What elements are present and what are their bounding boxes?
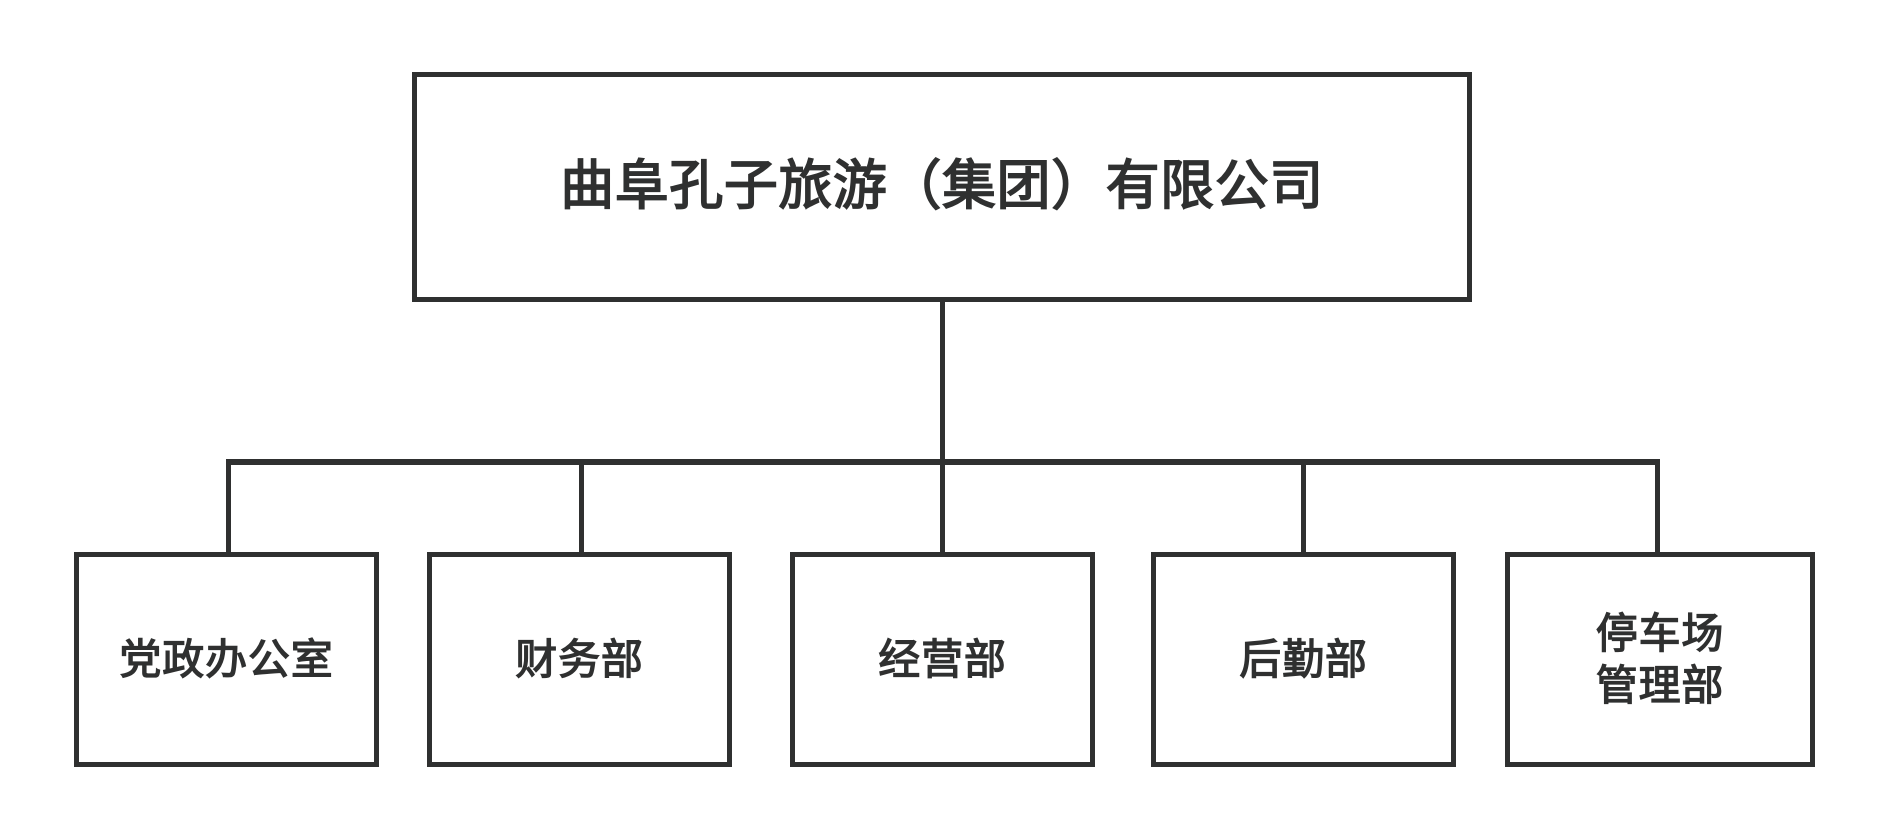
org-node-department-0-label: 党政办公室 xyxy=(119,635,334,683)
org-node-root-label: 曲阜孔子旅游（集团）有限公司 xyxy=(560,156,1324,217)
org-node-root[interactable]: 曲阜孔子旅游（集团）有限公司 xyxy=(412,72,1472,302)
org-node-department-1[interactable]: 财务部 xyxy=(427,552,732,767)
org-node-department-2[interactable]: 经营部 xyxy=(790,552,1095,767)
connector-drop-department-2 xyxy=(940,459,945,555)
org-node-department-4-label: 停车场 管理部 xyxy=(1595,610,1725,709)
org-node-department-3[interactable]: 后勤部 xyxy=(1151,552,1456,767)
org-node-department-4[interactable]: 停车场 管理部 xyxy=(1505,552,1815,767)
org-node-department-3-label: 后勤部 xyxy=(1239,635,1368,683)
org-node-department-1-label: 财务部 xyxy=(515,635,644,683)
connector-drop-department-3 xyxy=(1301,459,1306,555)
org-node-department-2-label: 经营部 xyxy=(878,635,1007,683)
connector-drop-department-1 xyxy=(579,459,584,555)
connector-drop-department-0 xyxy=(226,459,231,555)
org-node-department-0[interactable]: 党政办公室 xyxy=(74,552,379,767)
connector-root-trunk xyxy=(940,302,945,462)
connector-drop-department-4 xyxy=(1655,459,1660,555)
